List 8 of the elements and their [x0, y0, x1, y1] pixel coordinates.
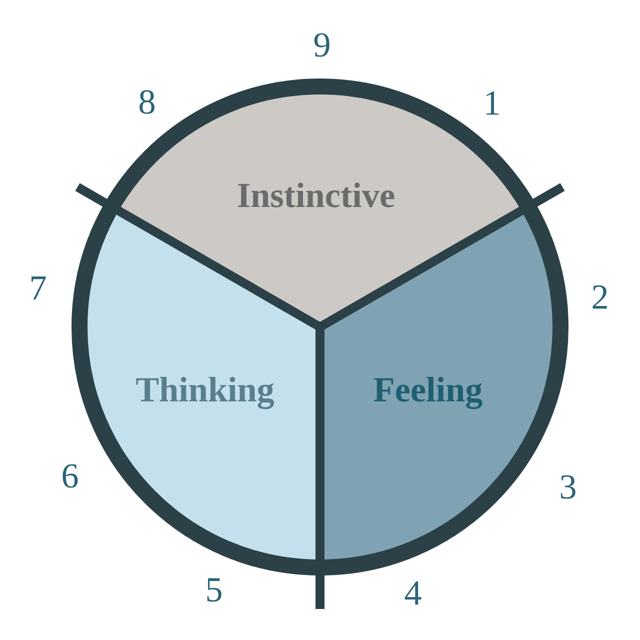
position-number: 1	[486, 91, 499, 115]
sector: Feeling	[320, 210, 553, 560]
position-number: 9	[314, 33, 330, 57]
position-number: 2	[592, 285, 607, 309]
position-number: 7	[32, 276, 46, 300]
position-number: 4	[404, 581, 422, 605]
sector: Thinking	[86, 210, 320, 560]
position-number: 5	[207, 578, 222, 602]
